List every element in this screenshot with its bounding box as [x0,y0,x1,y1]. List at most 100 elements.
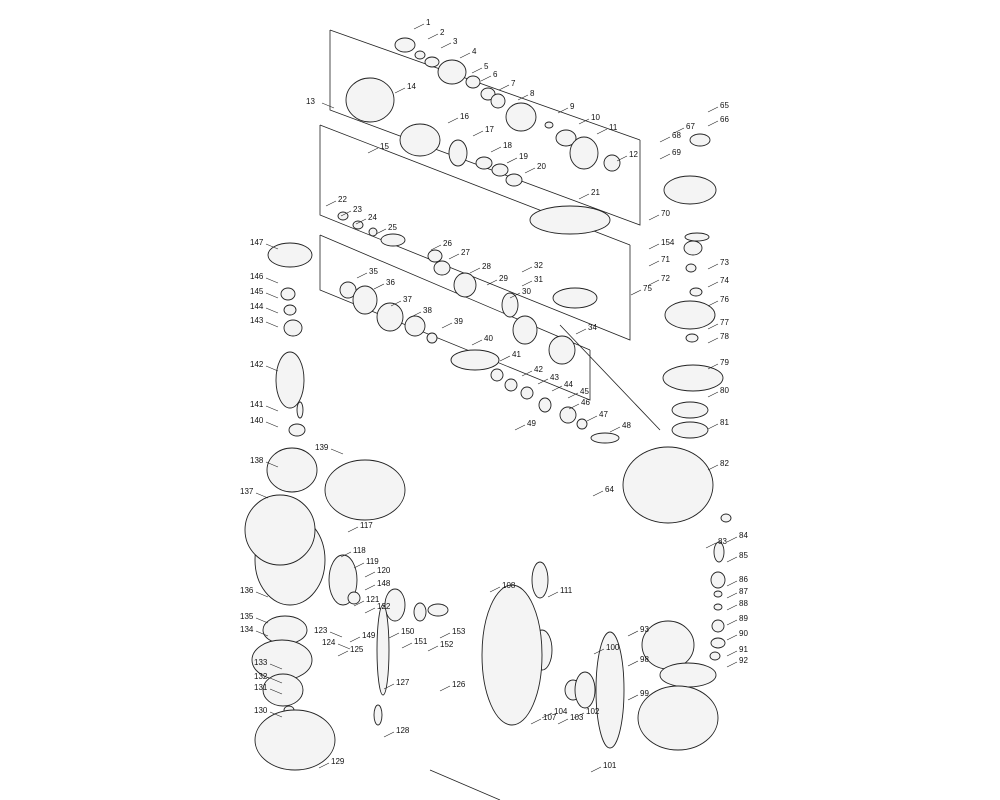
leader-line [568,403,580,410]
leader-line [726,619,738,626]
part-shape [559,406,577,424]
part-label-150: 150 [401,627,415,636]
leader-line [480,75,492,82]
part-label-72: 72 [661,274,670,283]
leader-line [726,634,738,641]
leader-line [578,193,590,200]
part-shape [520,386,534,400]
part-label-121: 121 [366,595,380,604]
part-label-142: 142 [250,360,264,369]
leader-line [441,322,453,329]
part-label-49: 49 [527,419,536,428]
part-shape [254,709,336,771]
part-label-69: 69 [672,148,681,157]
part-shape [244,494,316,566]
leader-line [627,694,639,701]
part-label-80: 80 [720,386,729,395]
part-shape [399,123,441,157]
part-label-130: 130 [254,706,268,715]
leader-line [567,392,579,399]
part-shape [394,37,416,53]
leader-line [269,711,283,718]
part-shape [685,333,699,343]
part-shape [275,351,305,409]
part-shape [283,304,297,316]
part-label-89: 89 [739,614,748,623]
part-shape [711,619,725,633]
part-label-100: 100 [606,643,620,652]
leader-line [383,683,395,690]
part-shape [437,59,467,85]
part-label-32: 32 [534,261,543,270]
part-shape [380,233,406,247]
part-label-28: 28 [482,262,491,271]
leader-line [726,661,738,668]
part-shape [709,651,721,661]
part-label-14: 14 [407,82,416,91]
leader-line [265,307,279,314]
part-shape [622,446,714,524]
part-shape [448,139,468,167]
part-label-120: 120 [377,566,391,575]
part-shape [531,561,549,599]
part-label-24: 24 [368,213,377,222]
leader-line [521,280,533,287]
part-label-118: 118 [353,546,366,555]
part-shape [376,302,404,332]
part-label-20: 20 [537,162,546,171]
part-label-84: 84 [739,531,748,540]
part-label-67: 67 [686,122,695,131]
part-label-91: 91 [739,645,748,654]
part-shape [569,136,599,170]
part-shape [475,156,493,170]
part-label-17: 17 [485,125,494,134]
leader-line [648,279,660,286]
part-label-75: 75 [643,284,652,293]
leader-line [648,214,660,221]
leader-line [388,632,400,639]
part-shape [280,287,296,301]
part-label-13: 13 [306,97,315,106]
part-label-107: 107 [543,713,557,722]
leader-line [541,712,553,719]
part-shape [352,285,378,315]
part-shape [404,315,426,337]
part-label-27: 27 [461,248,470,257]
part-shape [548,335,576,365]
leader-line [726,556,738,563]
leader-line [705,542,717,549]
leader-line [659,153,671,160]
leader-line [375,228,387,235]
part-label-7: 7 [511,79,516,88]
parts-group [244,37,732,771]
leader-line [707,391,719,398]
part-shape [347,591,361,605]
part-label-81: 81 [720,418,729,427]
part-shape [288,423,306,437]
part-label-141: 141 [250,400,264,409]
part-label-35: 35 [369,267,378,276]
part-shape [339,281,357,299]
part-label-18: 18 [503,141,512,150]
part-label-86: 86 [739,575,748,584]
part-label-85: 85 [739,551,748,560]
leader-line [506,157,518,164]
leader-line [269,677,283,684]
part-label-111: 111 [560,586,573,595]
part-label-74: 74 [720,276,729,285]
part-label-73: 73 [720,258,729,267]
part-label-42: 42 [534,365,543,374]
part-label-133: 133 [254,658,268,667]
part-label-4: 4 [472,47,477,56]
leader-line [521,266,533,273]
leader-line [401,642,413,649]
part-label-66: 66 [720,115,729,124]
part-label-99: 99 [640,689,649,698]
part-label-152: 152 [440,640,454,649]
part-label-21: 21 [591,188,600,197]
part-label-90: 90 [739,629,748,638]
leader-line [265,405,279,412]
part-label-70: 70 [661,209,670,218]
part-label-137: 137 [240,487,254,496]
part-shape [504,378,518,392]
